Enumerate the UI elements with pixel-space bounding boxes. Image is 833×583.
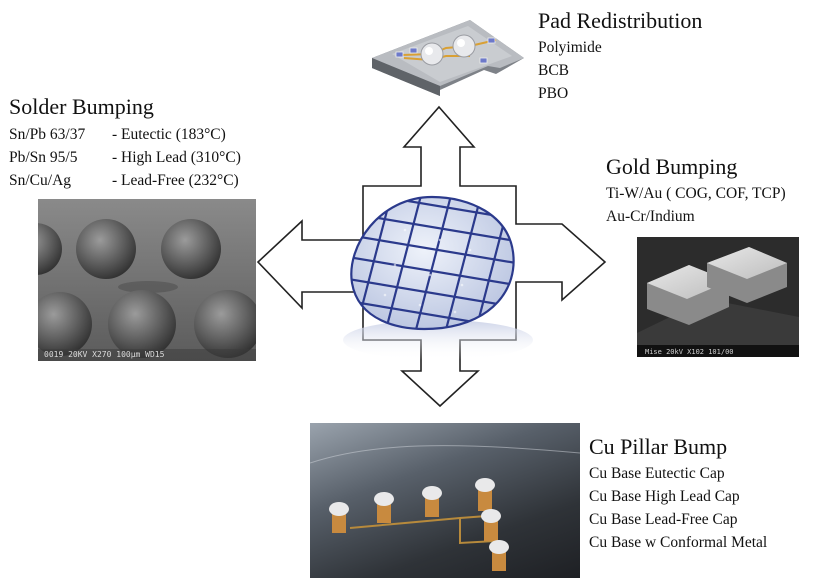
pad-redistribution-item: Polyimide	[538, 39, 602, 56]
solder-alloy: Pb/Sn 95/5	[9, 149, 78, 166]
wafer-shadow	[343, 320, 533, 360]
cu-pillar-title: Cu Pillar Bump	[589, 434, 728, 459]
solder-alloy: Sn/Cu/Ag	[9, 172, 72, 189]
pad-redistribution-item: BCB	[538, 62, 570, 79]
solder-alloy-desc: - High Lead (310°C)	[112, 149, 241, 166]
cu-pillar-item: Cu Base w Conformal Metal	[589, 534, 768, 551]
pad-redistribution-item: PBO	[538, 85, 569, 102]
solder-bumping-row: Pb/Sn 95/5 - High Lead (310°C)	[9, 146, 241, 169]
solder-alloy-desc: - Lead-Free (232°C)	[112, 172, 239, 189]
solder-bumping-row: Sn/Pb 63/37 - Eutectic (183°C)	[9, 123, 226, 146]
cu-pillar-photo	[310, 423, 580, 578]
cu-pillar-item: Cu Base Eutectic Cap	[589, 465, 725, 482]
cu-pillar-item: Cu Base High Lead Cap	[589, 488, 740, 505]
gold-bumping-item: Ti-W/Au ( COG, COF, TCP)	[606, 185, 786, 202]
solder-alloy-desc: - Eutectic (183°C)	[112, 126, 226, 143]
solder-bumping-title: Solder Bumping	[9, 94, 154, 119]
gold-bump-sem-photo: Mise 20kV X102 101/00	[637, 237, 799, 357]
pad-redistribution-title: Pad Redistribution	[538, 8, 703, 33]
solder-alloy: Sn/Pb 63/37	[9, 126, 86, 143]
gold-bumping-item: Au-Cr/Indium	[606, 208, 695, 225]
cu-pillar-item: Cu Base Lead-Free Cap	[589, 511, 738, 528]
solder-photo-caption: 0019 20KV X270 100μm WD15	[44, 350, 165, 359]
gold-photo-caption: Mise 20kV X102 101/00	[645, 348, 734, 356]
pad-redistribution-illustration	[372, 20, 524, 96]
cu-pillar-icon	[329, 478, 509, 571]
solder-bump-sem-photo: 0019 20KV X270 100μm WD15	[38, 199, 256, 361]
solder-bumping-row: Sn/Cu/Ag - Lead-Free (232°C)	[9, 169, 239, 192]
gold-bumping-title: Gold Bumping	[606, 154, 738, 179]
